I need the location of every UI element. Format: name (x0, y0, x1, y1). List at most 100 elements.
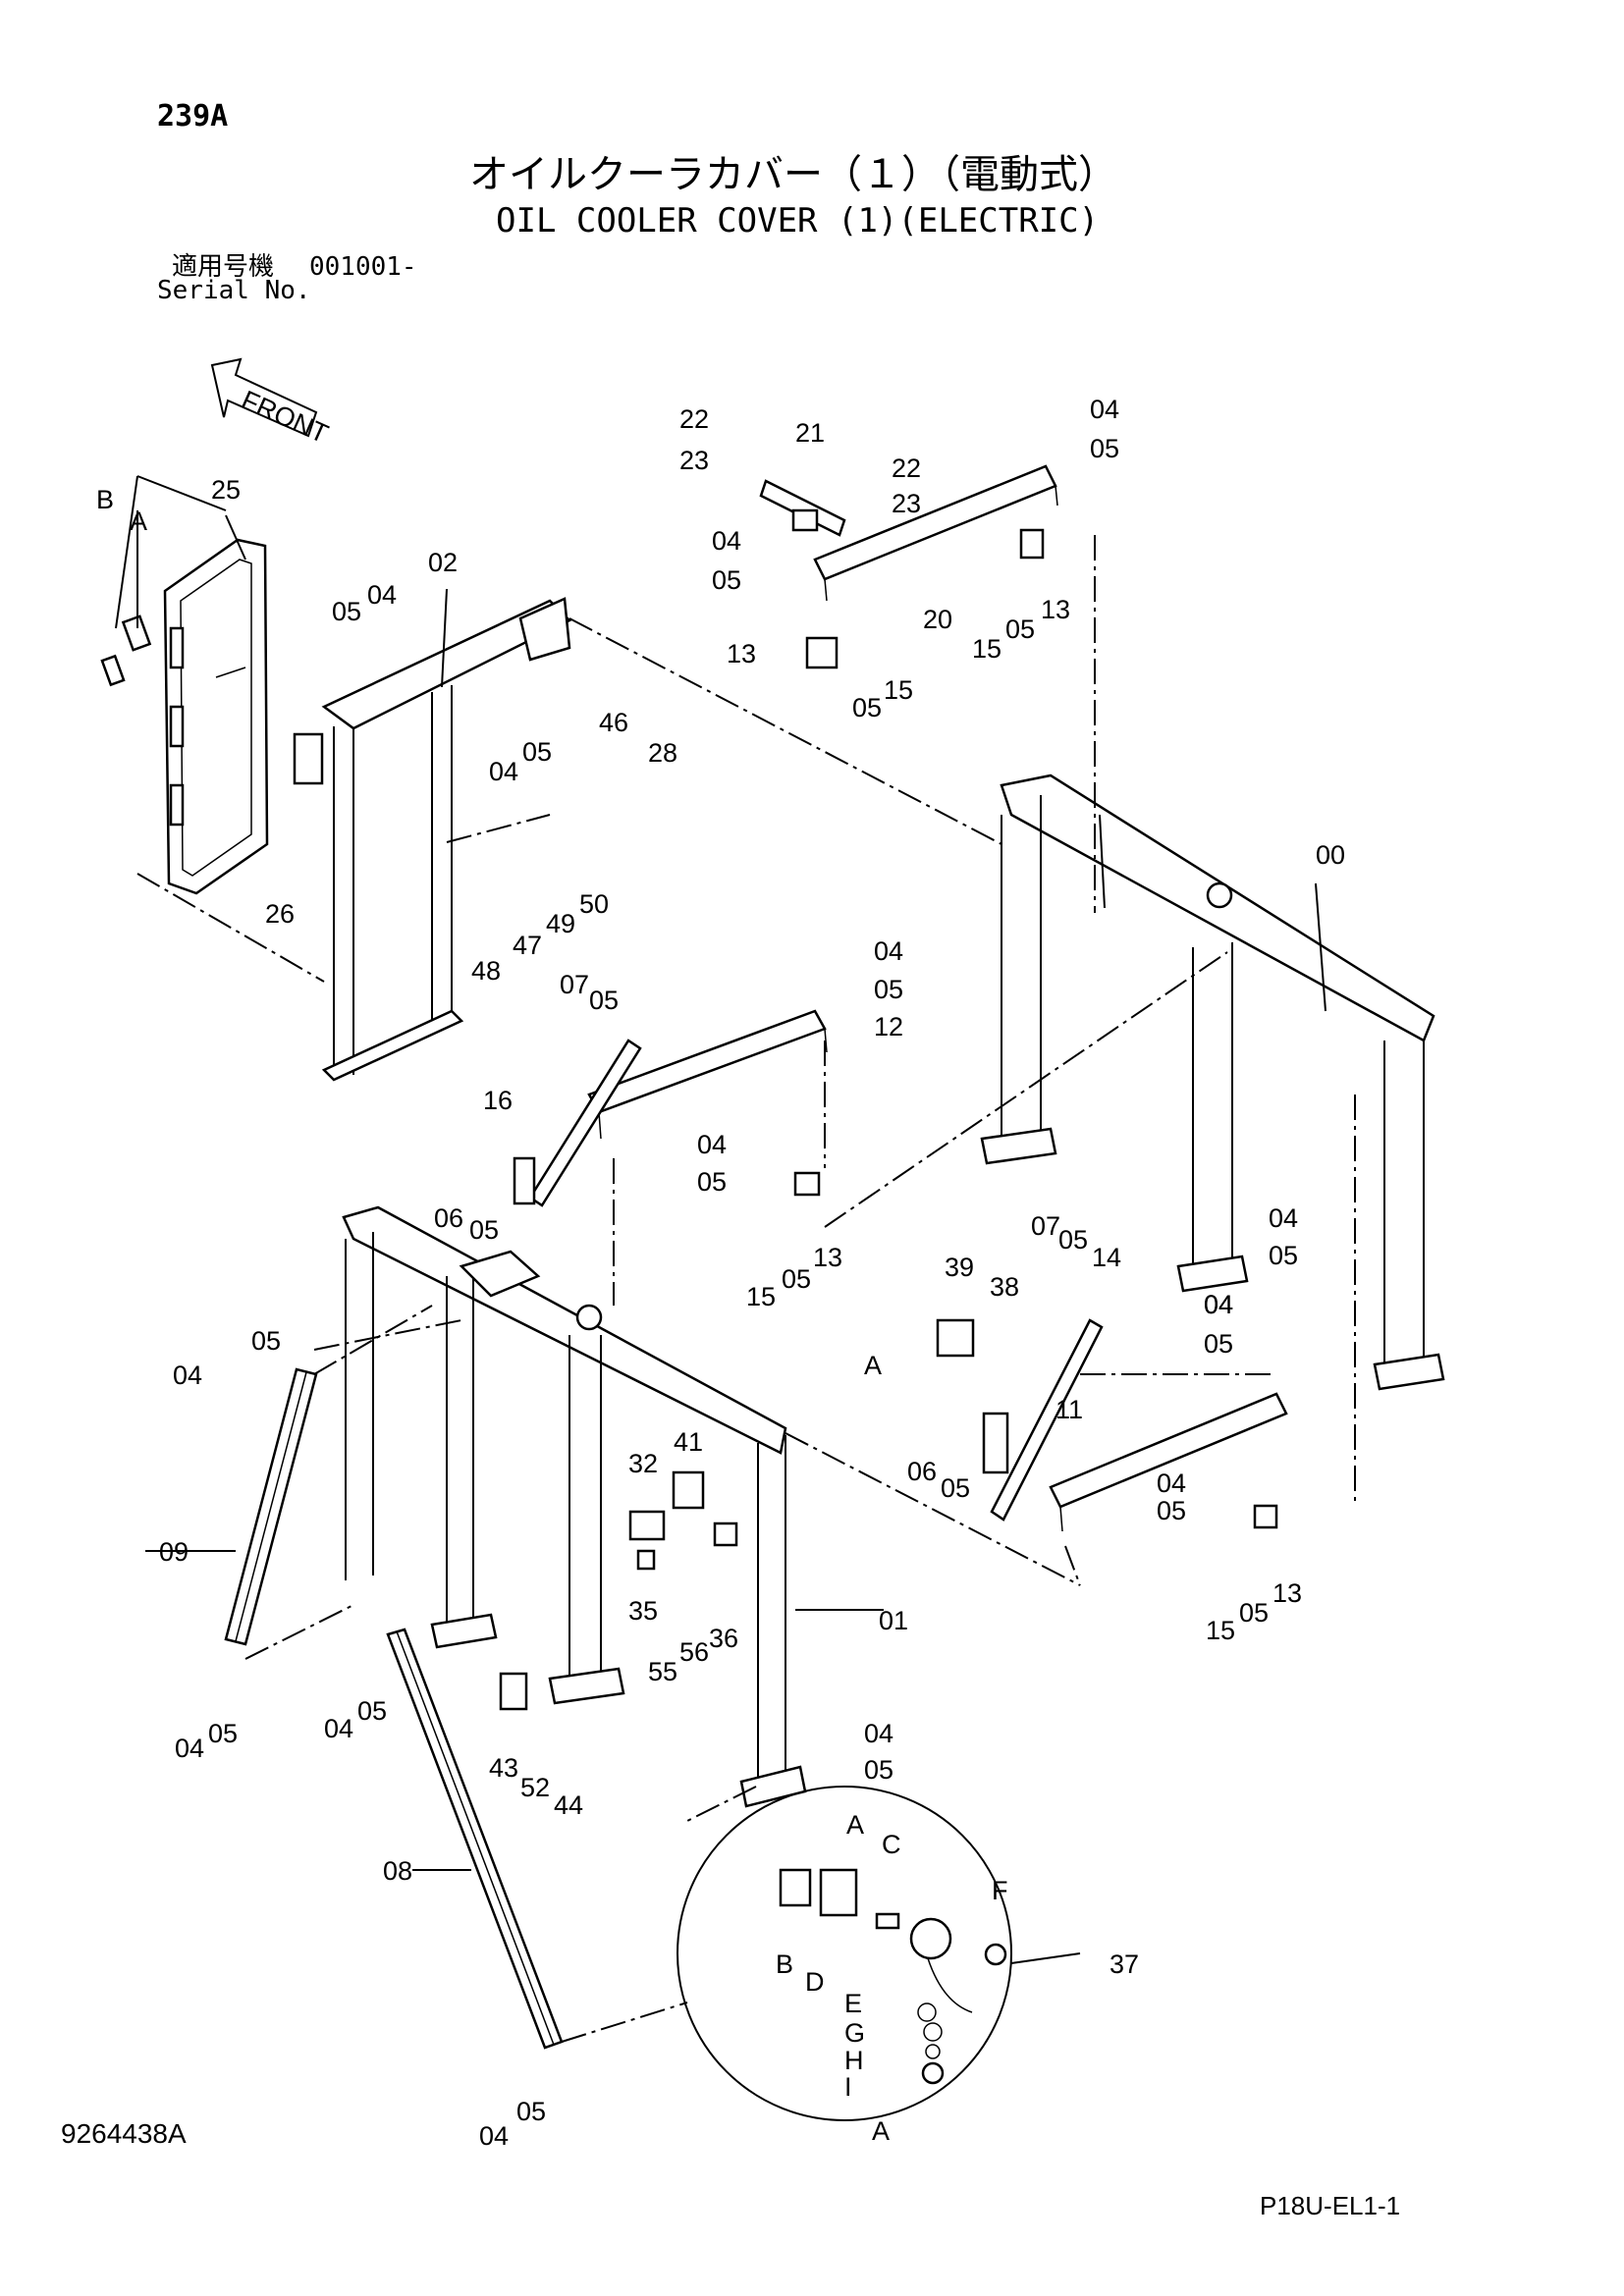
callout-c04i: 04 (1204, 1290, 1233, 1319)
front-frame-part (342, 1205, 807, 1808)
callout-c04m: 04 (324, 1714, 353, 1743)
callout-c05u: 05 (357, 1696, 387, 1726)
middle-crossmember-part (513, 1009, 828, 1207)
callout-c04c: 04 (367, 580, 397, 610)
left-frame-part (293, 597, 572, 1082)
callout-c13d: 13 (1272, 1578, 1302, 1608)
callout-c43: 43 (489, 1753, 518, 1783)
callout-c04j: 04 (1157, 1468, 1186, 1498)
callout-c12: 12 (874, 1012, 903, 1041)
callout-c05a: 05 (712, 565, 741, 595)
callout-c05d: 05 (852, 693, 882, 722)
callout-c04e: 04 (874, 936, 903, 966)
callout-dC: C (882, 1830, 901, 1859)
switch-assembly-part (499, 1470, 738, 1711)
callout-c15b: 15 (884, 675, 913, 705)
callout-c13b: 13 (727, 639, 756, 668)
page-code: P18U-EL1-1 (1260, 2191, 1401, 2220)
callout-c05w: 05 (516, 2097, 546, 2126)
callout-c04k: 04 (173, 1361, 202, 1390)
phantom-lines (136, 535, 1356, 2043)
callout-c04g: 04 (1269, 1203, 1298, 1233)
callout-c20: 20 (923, 605, 952, 634)
callout-c56: 56 (679, 1637, 709, 1667)
callout-dI: I (844, 2072, 852, 2102)
callout-c21: 21 (795, 418, 825, 448)
callout-c14: 14 (1092, 1243, 1121, 1272)
serial-label-japanese: 適用号機 (172, 252, 275, 282)
callout-c39: 39 (945, 1253, 974, 1282)
callout-cB1: B (96, 485, 114, 514)
callout-c15c: 15 (746, 1282, 776, 1311)
page-number: 239A (157, 99, 229, 133)
diagonal-brace-08-part (386, 1628, 564, 2050)
callout-c04l: 04 (864, 1719, 893, 1748)
callout-c35: 35 (628, 1596, 658, 1626)
callout-c13a: 13 (1041, 595, 1070, 624)
callout-c22b: 22 (892, 454, 921, 483)
callout-dG: G (844, 2018, 865, 2048)
callout-c00: 00 (1316, 840, 1345, 870)
callout-cA1: A (130, 507, 147, 536)
front-arrow-label: FRONT (238, 385, 333, 449)
callout-c05s: 05 (251, 1326, 281, 1356)
callout-c41: 41 (674, 1427, 703, 1457)
callout-c22a: 22 (679, 404, 709, 434)
callout-dA2: A (872, 2116, 890, 2146)
callout-c13c: 13 (813, 1243, 842, 1272)
callout-c05v: 05 (208, 1719, 238, 1748)
callout-c07b: 07 (1031, 1211, 1060, 1241)
callout-c05c: 05 (1005, 614, 1035, 644)
diagonal-brace-09-part (224, 1367, 318, 1646)
right-frame-part (980, 774, 1445, 1391)
callout-c06b: 06 (907, 1457, 937, 1486)
callout-c05h: 05 (589, 986, 619, 1015)
callout-c04h: 04 (1204, 1290, 1233, 1319)
page-title-english: OIL COOLER COVER (1)(ELECTRIC) (496, 201, 1100, 240)
callout-c05e: 05 (332, 597, 361, 626)
callout-c44: 44 (554, 1790, 583, 1820)
callout-c05l: 05 (782, 1264, 811, 1294)
callout-c05m: 05 (1058, 1225, 1088, 1255)
callout-c16: 16 (483, 1086, 513, 1115)
callout-c07a: 07 (560, 970, 589, 999)
callout-c25: 25 (211, 475, 241, 505)
callout-c52: 52 (520, 1773, 550, 1802)
callout-c04f: 04 (697, 1130, 727, 1159)
callout-c05q: 05 (1157, 1496, 1186, 1525)
detail-view-circle (677, 1786, 1012, 2121)
callout-c01: 01 (879, 1606, 908, 1635)
callout-c05g: 05 (874, 975, 903, 1004)
callout-c05i: 05 (697, 1167, 727, 1197)
callout-c05p: 05 (941, 1473, 970, 1503)
callout-c15a: 15 (972, 634, 1001, 664)
callout-c05o: 05 (1204, 1329, 1233, 1359)
cover-door-part (100, 538, 269, 895)
callout-c48: 48 (471, 956, 501, 986)
leader-lines (115, 475, 1326, 1964)
callout-c23b: 23 (892, 489, 921, 518)
callout-c36: 36 (709, 1624, 738, 1653)
page-title-japanese: オイルクーラカバー（１）（電動式） (469, 152, 1117, 197)
callout-c04o: 04 (479, 2121, 509, 2151)
callout-c26: 26 (265, 899, 295, 929)
callout-c38: 38 (990, 1272, 1019, 1302)
callout-dE: E (844, 1989, 862, 2018)
callout-cA2: A (864, 1351, 882, 1380)
callout-c28: 28 (648, 738, 677, 768)
callout-dB: B (776, 1949, 793, 1979)
callout-c11: 11 (1056, 1395, 1083, 1424)
callout-c49: 49 (546, 909, 575, 938)
callout-c50: 50 (579, 889, 609, 919)
callout-c09: 09 (159, 1537, 189, 1567)
serial-number-value: 001001- (309, 252, 417, 282)
callout-c32: 32 (628, 1449, 658, 1478)
callout-c08: 08 (383, 1856, 412, 1886)
callout-dF: F (992, 1876, 1008, 1905)
top-rail-part (759, 464, 1058, 669)
callout-c47: 47 (513, 931, 542, 960)
serial-label-english: Serial No. (157, 276, 311, 305)
right-brace-part (936, 1318, 1288, 1532)
